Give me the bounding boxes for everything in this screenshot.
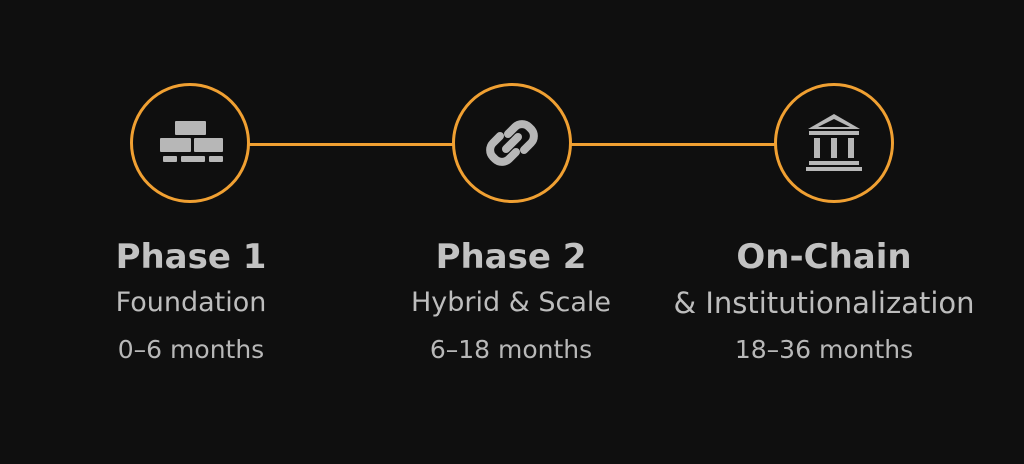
phase-2-node: [452, 83, 572, 203]
phase-3-node: [774, 83, 894, 203]
phase-3-text: On-Chain & Institutionalization 18–36 mo…: [644, 232, 1004, 376]
connector-line-1-2: [248, 143, 456, 146]
phase-1-title: Phase 1: [115, 237, 267, 277]
phase-1-duration: 0–6 months: [117, 335, 265, 364]
phase-2-duration: 6–18 months: [429, 335, 593, 364]
bank-building-icon: [806, 114, 862, 171]
phase-1-node: [130, 83, 250, 203]
phase-3-subtitle: & Institutionalization: [673, 286, 975, 320]
phase-1-text: Phase 1 Foundation 0–6 months: [11, 232, 371, 376]
phase-3-title: On-Chain: [736, 237, 912, 277]
phase-3-duration: 18–36 months: [734, 335, 914, 364]
phase-1-subtitle: Foundation: [115, 287, 267, 318]
bricks-icon: [160, 121, 223, 162]
phase-2-text: Phase 2 Hybrid & Scale 6–18 months: [331, 232, 691, 376]
connector-line-2-3: [570, 143, 778, 146]
chain-link-icon: [486, 120, 538, 166]
phase-2-title: Phase 2: [435, 237, 587, 277]
phase-2-subtitle: Hybrid & Scale: [410, 287, 612, 318]
